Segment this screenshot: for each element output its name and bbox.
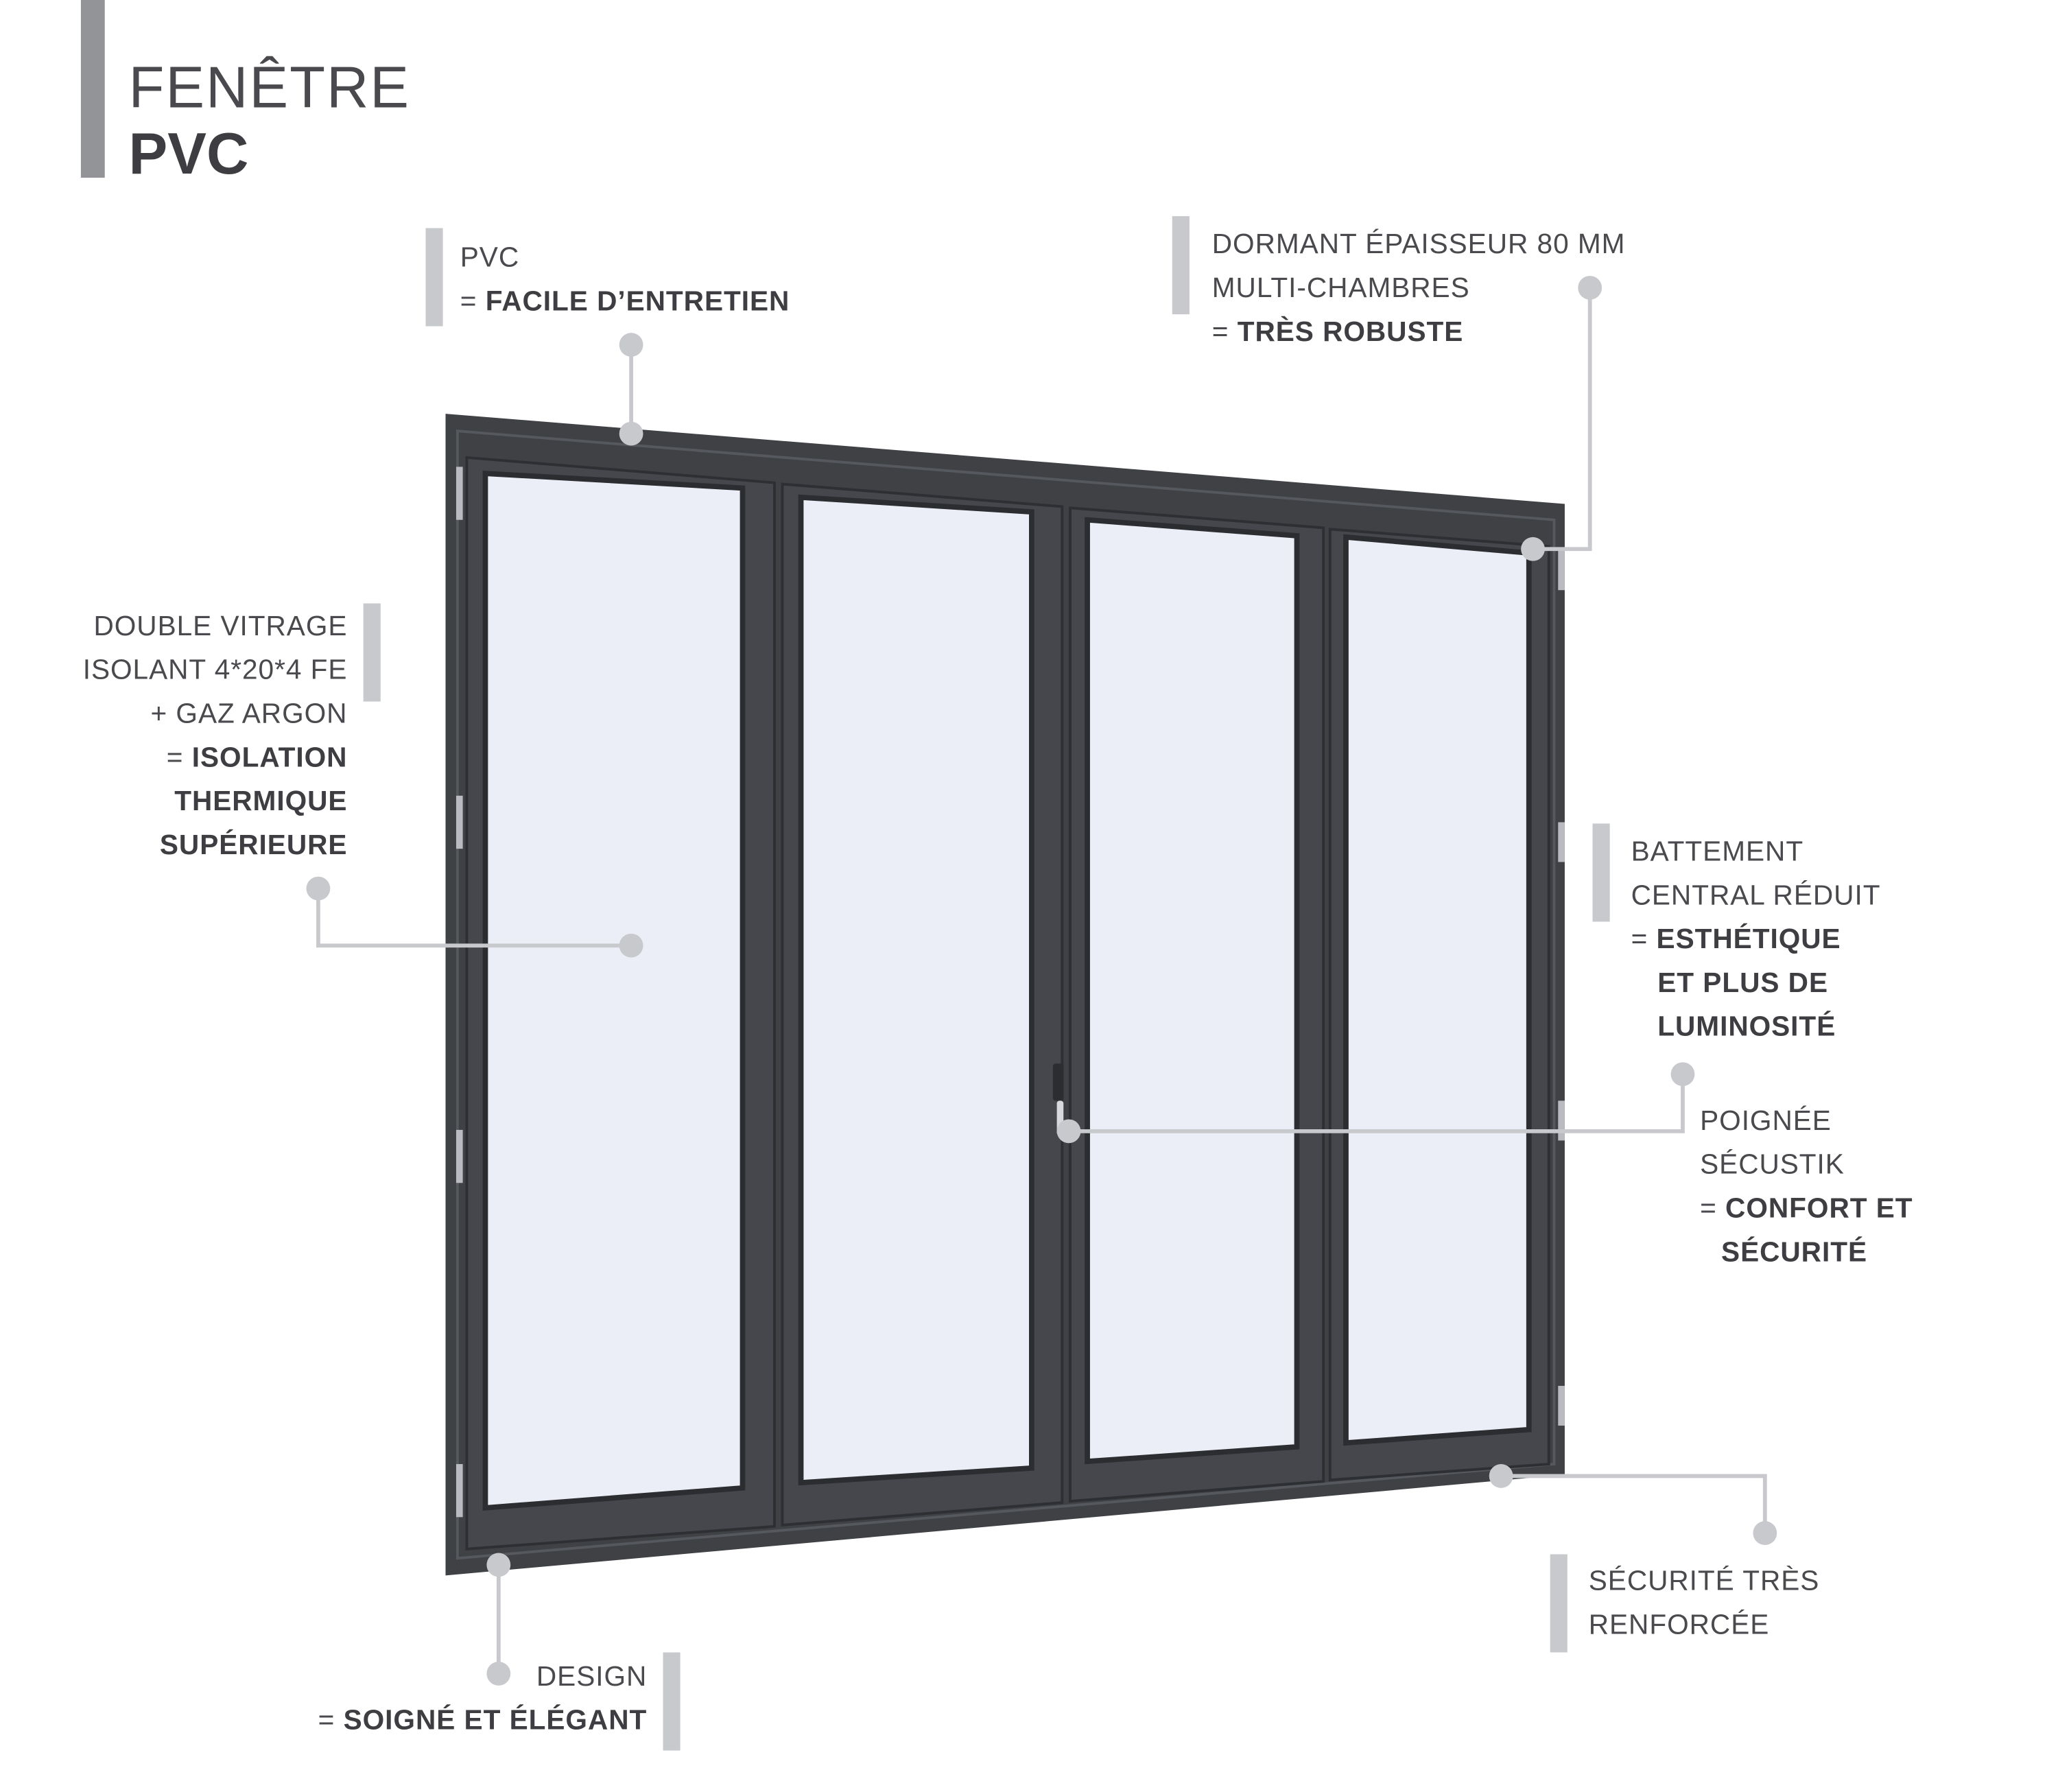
callout-battement: BATTEMENT CENTRAL RÉDUIT = ESTHÉTIQUE ET… xyxy=(1631,830,1881,1049)
callout-vitrage: DOUBLE VITRAGE ISOLANT 4*20*4 FE + GAZ A… xyxy=(83,604,348,867)
callout-benefit: FACILE D’ENTRETIEN xyxy=(485,286,790,317)
callout-dots xyxy=(306,276,1777,1686)
callout-text: CENTRAL RÉDUIT xyxy=(1631,880,1881,911)
callout-eq: = xyxy=(1700,1193,1726,1225)
callout-benefit: ISOLATION xyxy=(191,742,348,773)
callout-pvc: PVC = FACILE D’ENTRETIEN xyxy=(460,236,790,324)
callout-benefit: SÉCURITÉ xyxy=(1721,1237,1868,1268)
callout-text: PVC xyxy=(460,242,520,274)
callout-lines xyxy=(316,287,1767,1674)
callout-benefit: ET PLUS DE xyxy=(1657,968,1829,999)
glass-pane-4 xyxy=(1343,534,1532,1446)
callout-benefit: SOIGNÉ ET ÉLÉGANT xyxy=(343,1705,648,1736)
callout-bar-securite xyxy=(1550,1554,1568,1653)
callout-benefit: ESTHÉTIQUE xyxy=(1656,924,1841,955)
callout-benefit: SUPÉRIEURE xyxy=(159,830,348,861)
glass-pane-3 xyxy=(1085,517,1300,1465)
callout-poignee: POIGNÉE SÉCUSTIK = CONFORT ET SÉCURITÉ xyxy=(1700,1099,1913,1274)
hinges xyxy=(456,467,1565,1518)
callout-eq: = xyxy=(1211,316,1238,348)
callout-eq: = xyxy=(318,1705,344,1736)
callout-eq: = xyxy=(460,286,486,317)
callout-text: BATTEMENT xyxy=(1631,836,1804,868)
callout-dormant: DORMANT ÉPAISSEUR 80 MM MULTI-CHAMBRES =… xyxy=(1212,223,1626,354)
callout-text: + GAZ ARGON xyxy=(150,698,348,730)
callout-benefit: TRÈS ROBUSTE xyxy=(1237,316,1464,348)
callout-bar-vitrage xyxy=(363,603,381,702)
callout-text: POIGNÉE xyxy=(1700,1106,1832,1137)
callout-benefit: CONFORT ET xyxy=(1725,1193,1913,1225)
callout-text: RENFORCÉE xyxy=(1588,1610,1770,1641)
callout-eq: = xyxy=(166,742,192,773)
callout-benefit: THERMIQUE xyxy=(174,786,348,817)
callout-bar-pvc xyxy=(425,228,443,327)
callout-benefit: LUMINOSITÉ xyxy=(1657,1011,1836,1043)
callout-securite: SÉCURITÉ TRÈS RENFORCÉE xyxy=(1589,1559,1820,1647)
glass-pane-2 xyxy=(798,494,1034,1486)
callout-text: DORMANT ÉPAISSEUR 80 MM xyxy=(1211,229,1626,260)
title-line2: PVC xyxy=(128,121,249,187)
title-line1: FENÊTRE xyxy=(128,56,410,121)
callout-bar-battement xyxy=(1592,823,1610,922)
callout-design: DESIGN = SOIGNÉ ET ÉLÉGANT xyxy=(318,1655,648,1743)
callout-bar-dormant xyxy=(1172,216,1190,315)
callout-text: DESIGN xyxy=(536,1662,648,1693)
glass-pane-1 xyxy=(482,470,746,1511)
callout-text: ISOLANT 4*20*4 FE xyxy=(82,655,348,686)
callout-text: DOUBLE VITRAGE xyxy=(93,611,348,642)
callout-text: SÉCURITÉ TRÈS xyxy=(1588,1566,1820,1597)
callout-text: SÉCUSTIK xyxy=(1700,1149,1845,1181)
callout-eq: = xyxy=(1631,924,1657,955)
title-bar xyxy=(80,0,105,178)
callout-text: MULTI-CHAMBRES xyxy=(1211,273,1470,304)
callout-bar-design xyxy=(663,1652,681,1751)
